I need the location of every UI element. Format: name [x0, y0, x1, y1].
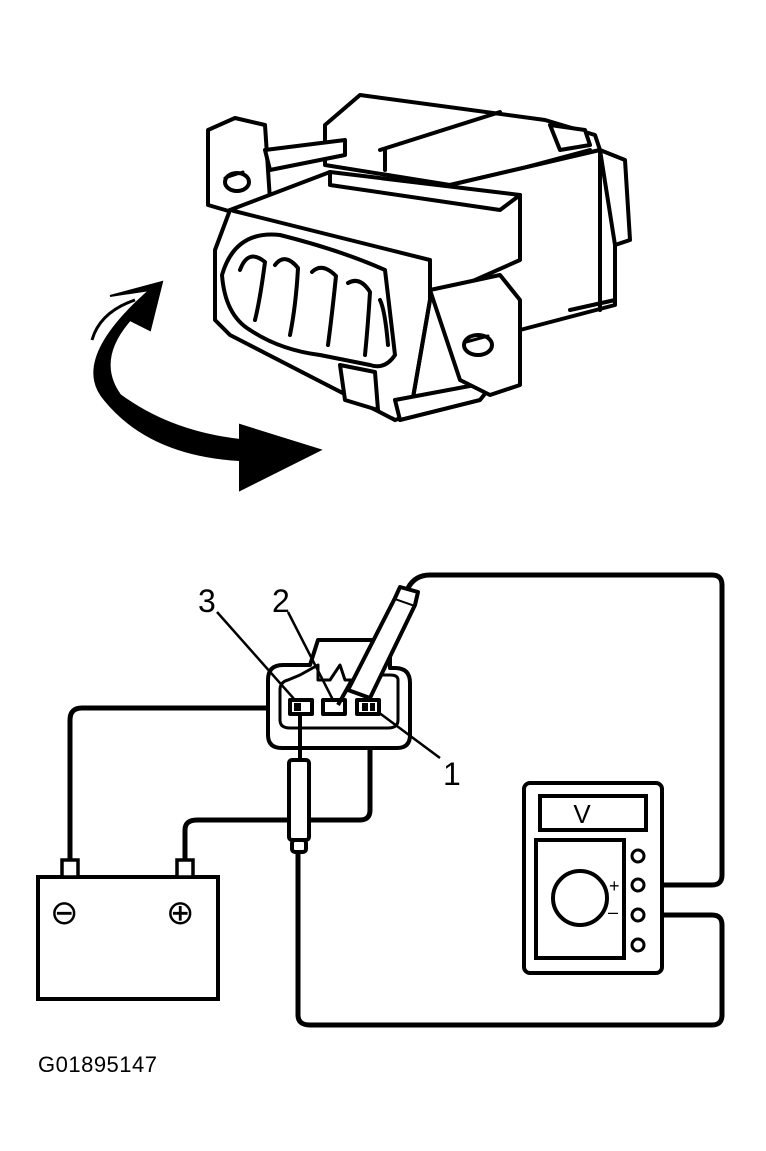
probe-negative	[287, 712, 311, 854]
battery: ⊖ ⊕	[36, 858, 220, 1001]
rotation-arrow-icon	[90, 280, 323, 492]
terminal-labels: 3 2 1	[198, 583, 461, 792]
battery-positive-icon: ⊕	[166, 894, 195, 932]
connector	[266, 638, 412, 750]
battery-negative-icon: ⊖	[50, 894, 79, 932]
voltmeter	[522, 781, 664, 975]
wires	[67, 572, 725, 1028]
probe-positive	[336, 585, 420, 706]
terminal-2-label: 2	[272, 583, 290, 619]
meter-display-unit: V	[573, 799, 591, 829]
terminal-1-label: 1	[443, 756, 461, 792]
terminal-3-label: 3	[198, 583, 216, 619]
meter-plus-label: +	[609, 876, 620, 896]
meter-minus-label: –	[608, 902, 618, 922]
figure-id: G01895147	[38, 1052, 158, 1077]
switch-assembly-illustration	[206, 93, 632, 422]
